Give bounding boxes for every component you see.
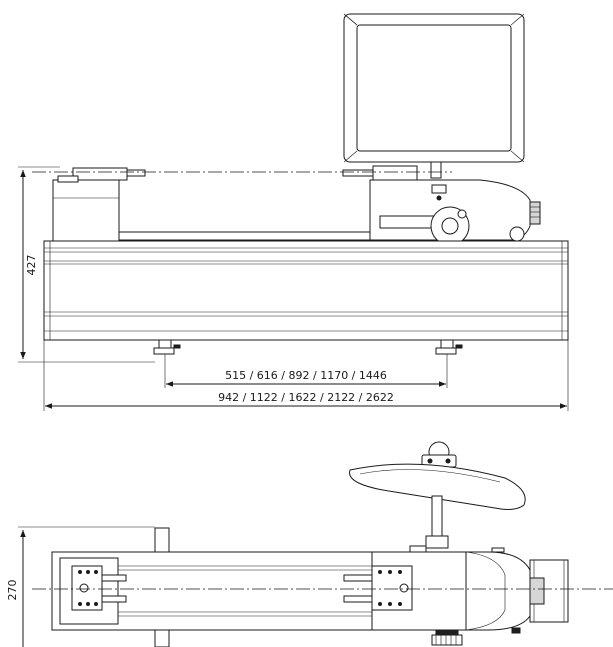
overall-length-label: 942 / 1122 / 1622 / 2122 / 2622 [218, 391, 394, 404]
foot-left [153, 339, 181, 355]
monitor [343, 13, 525, 179]
guide-rail [118, 231, 371, 241]
tailstock [52, 167, 146, 243]
base-beam [43, 240, 569, 341]
height-label: 427 [25, 255, 38, 276]
width-label: 270 [6, 580, 19, 601]
right-clamp [343, 565, 413, 611]
height-dimension: 427 [18, 166, 155, 363]
beam-top [51, 545, 569, 634]
front-view: 427 515 / 616 / 892 / 1170 / 1446 942 / … [18, 13, 569, 411]
monitor-top [349, 441, 526, 549]
handwheel [431, 629, 463, 646]
foot-spacing-dimension: 515 / 616 / 892 / 1170 / 1446 [164, 354, 448, 388]
headstock [342, 165, 541, 246]
top-view: 270 [6, 441, 613, 647]
stand-post-lower [154, 629, 170, 647]
foot-right [435, 339, 463, 355]
stand-post [154, 527, 170, 553]
left-clamp [71, 565, 127, 611]
overall-length-dimension: 942 / 1122 / 1622 / 2122 / 2622 [43, 340, 569, 411]
width-dimension: 270 [6, 526, 155, 647]
foot-spacing-label: 515 / 616 / 892 / 1170 / 1446 [225, 369, 387, 382]
